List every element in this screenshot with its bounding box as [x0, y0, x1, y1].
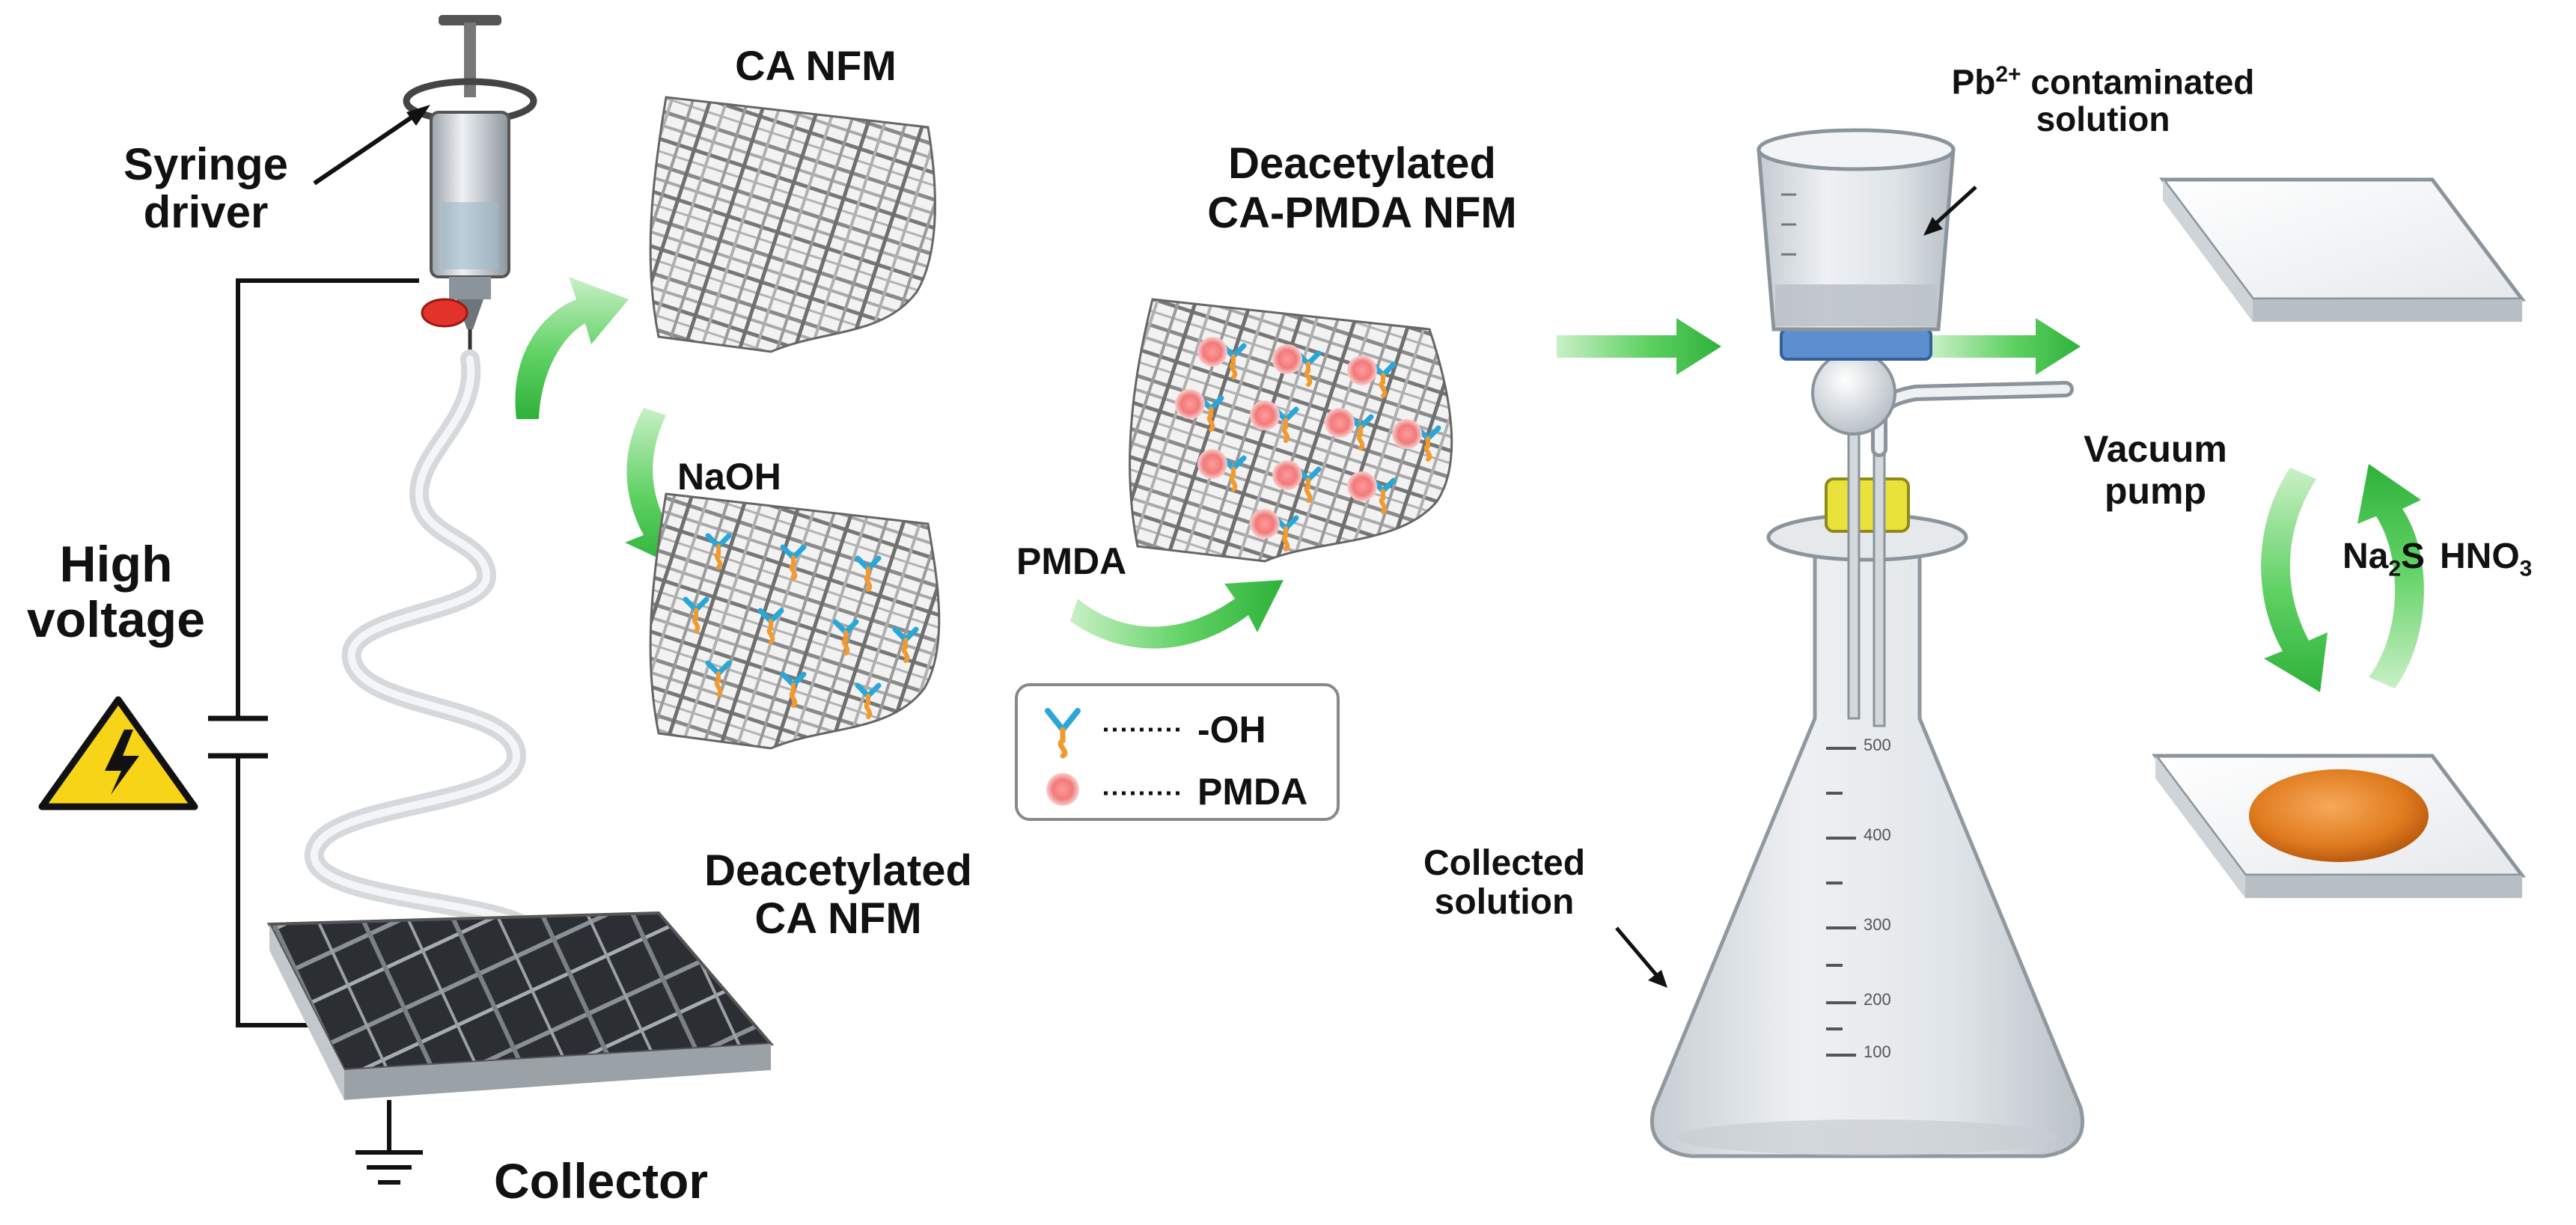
collected-solution-label: Collected solution [1392, 846, 1617, 920]
rubber-stopper [1825, 477, 1910, 533]
pmda-dot [1197, 449, 1227, 479]
electrospinning-setup [38, 15, 775, 1185]
high-voltage-line2: voltage [26, 591, 206, 648]
na2s-na: Na [2342, 537, 2389, 576]
syringe-icon [403, 15, 537, 359]
legend-oh-label: -OH [1197, 709, 1266, 751]
pmda-dot [1347, 355, 1377, 385]
pmda-dot [1250, 400, 1280, 430]
deacetylated-pmda-line2: CA-PMDA NFM [1207, 189, 1517, 237]
pmda-dot [1175, 389, 1205, 419]
high-voltage-line1: High [59, 536, 173, 593]
pmda-dot [1272, 344, 1302, 374]
hno3-label: HNO3 [2440, 539, 2532, 581]
deacetylated-ca-line2: CA NFM [754, 894, 922, 943]
ca-nfm-membrane [649, 96, 936, 353]
oh-group-marks [683, 533, 919, 719]
pmda-dot [1392, 419, 1422, 449]
syringe-driver-line2: driver [143, 187, 269, 237]
deacetylated-pmda-line1: Deacetylated [1228, 139, 1496, 188]
vacuum-line1: Vacuum [2084, 428, 2227, 470]
clean-membrane-plate [2159, 177, 2526, 322]
pmda-dot [1347, 471, 1377, 501]
oh-group-mark [780, 671, 807, 708]
arrow-to-filtration [1557, 318, 1721, 375]
pb-contaminated-solution-label: Pb2+ contaminated solution [1931, 62, 2275, 139]
pb-loaded-membrane-plate [2152, 754, 2526, 898]
pmda-group-marks [1175, 337, 1441, 552]
pbs-deposit [2249, 769, 2429, 862]
high-voltage-label: High voltage [7, 539, 225, 645]
syringe-driver-label: Syringe driver [90, 142, 322, 235]
pb-contaminated-line1: Pb2+ contaminated [1931, 62, 2275, 102]
na2s-s: S [2401, 537, 2426, 576]
pb-solution-pointer-arrow [1933, 186, 1977, 226]
oh-legend-icon [1045, 708, 1081, 759]
pmda-dot [1197, 337, 1227, 367]
hno3-hno: HNO [2440, 537, 2520, 576]
flask-graduation-label: 200 [1864, 990, 1891, 1009]
deacetylated-ca-line1: Deacetylated [704, 846, 972, 895]
oh-group-mark [855, 682, 882, 719]
oh-group-mark [705, 533, 732, 569]
ca-nfm-label: CA NFM [735, 42, 897, 89]
pb-charge: 2+ [1995, 62, 2021, 87]
flask-graduation-label: 100 [1864, 1042, 1891, 1061]
arrow-to-membrane [1931, 318, 2081, 375]
arrow-pmda [1070, 580, 1284, 649]
filter-holder [1780, 328, 1932, 361]
deacetylated-ca-nfm-label: Deacetylated CA NFM [689, 849, 988, 941]
oh-group-mark [757, 608, 784, 644]
oh-group-mark [705, 660, 732, 697]
vacuum-pump-label: Vacuum pump [2066, 430, 2245, 510]
pb-symbol: Pb [1951, 62, 1996, 102]
oh-group-mark [892, 626, 919, 663]
collected-solution-pointer-arrow [1615, 926, 1659, 978]
legend-pmda-label: PMDA [1197, 771, 1308, 813]
flask-graduations [1826, 747, 1856, 1057]
deacetylated-ca-pmda-nfm-membrane [1129, 298, 1453, 563]
vacuum-filtration-apparatus [1615, 128, 2085, 1158]
flask-graduation-label: 400 [1864, 825, 1891, 844]
filter-bulb [1811, 350, 1896, 436]
oh-group-mark [855, 555, 882, 592]
pmda-legend-icon [1046, 773, 1079, 806]
oh-group-mark [683, 596, 709, 633]
pmda-dot [1250, 509, 1280, 539]
collected-line1: Collected [1423, 843, 1586, 883]
deacetylated-ca-nfm-membrane [649, 492, 941, 750]
hno3-subscript: 3 [2519, 556, 2533, 581]
pb-contaminated-line2: solution [2036, 100, 2170, 139]
syringe-tip-clip [421, 298, 468, 328]
ground-icon [355, 1100, 423, 1185]
collector-label: Collector [494, 1153, 709, 1209]
pb-contaminated-text: contaminated [2021, 62, 2255, 102]
arrow-syringe-to-ca-nfm [515, 277, 629, 419]
collected-line2: solution [1434, 882, 1575, 922]
capacitor-symbol [208, 715, 268, 759]
high-voltage-warning-icon [38, 696, 198, 810]
arrow-hno3 [2357, 464, 2424, 688]
vacuum-line2: pump [2104, 470, 2207, 512]
flask-graduation-label: 300 [1864, 915, 1891, 934]
flask-graduation-label: 500 [1864, 736, 1891, 754]
pmda-dot [1272, 460, 1302, 490]
collector-plate [266, 911, 775, 1100]
na2s-subscript: 2 [2388, 556, 2402, 581]
arrow-na2s [2261, 468, 2328, 692]
oh-group-mark [780, 544, 807, 581]
pmda-dot [1325, 408, 1355, 438]
pmda-arrow-label: PMDA [1016, 540, 1127, 582]
erlenmeyer-flask [1649, 537, 2085, 1158]
circuit-wire [236, 278, 419, 1027]
na2s-label: Na2S [2342, 539, 2425, 581]
deacetylated-ca-pmda-nfm-label: Deacetylated CA-PMDA NFM [1168, 142, 1557, 235]
syringe-pointer-arrow [313, 110, 421, 186]
naoh-label: NaOH [677, 456, 781, 498]
legend-box [1015, 683, 1340, 821]
syringe-driver-line1: Syringe [123, 139, 289, 189]
oh-group-mark [832, 619, 859, 656]
